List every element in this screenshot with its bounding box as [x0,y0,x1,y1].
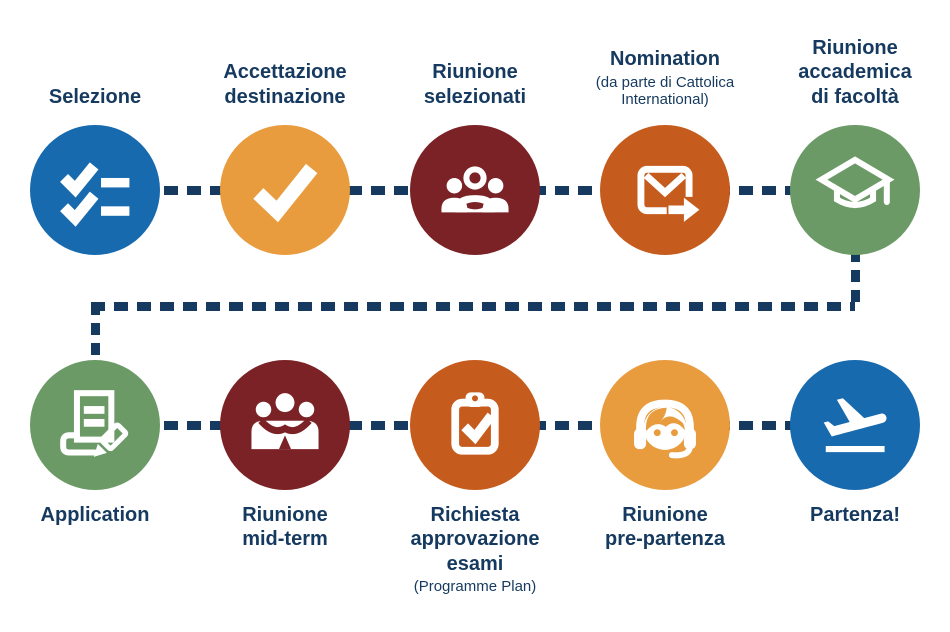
step-title: Richiesta approvazione esami [410,504,540,575]
step-circle-riunione-mid-term [220,360,350,490]
airplane-takeoff-icon [823,398,887,453]
step-circle-riunione-accademica [790,125,920,255]
step-circle-accettazione [220,125,350,255]
step-title: Riunione mid-term [242,504,328,551]
step-title: Partenza! [809,504,901,526]
step-label-selezione: Selezione [0,85,195,109]
step-label-riunione-mid-term: Riunione mid-term [185,503,385,552]
step-title: Application [40,504,150,526]
mail-forward-icon [637,165,707,227]
step-label-riunione-accademica: Riunione accademica di facoltà [755,36,950,109]
step-label-accettazione-destinazione: Accettazione destinazione [185,60,385,109]
step-label-nomination: Nomination (da parte di Cattolica Intern… [565,47,765,109]
step-title: Nomination [610,48,720,71]
people-group-icon [441,166,509,213]
step-subtitle: (da parte di Cattolica International) [595,73,735,109]
step-title: Riunione pre-partenza [604,504,726,551]
checkmark-icon [253,163,318,223]
step-circle-riunione-selezionati [410,125,540,255]
step-label-riunione-pre-partenza: Riunione pre-partenza [565,503,765,552]
step-label-richiesta-approvazione: Richiesta approvazione esami (Programme … [375,503,575,596]
clipboard-check-icon [451,392,499,455]
step-circle-riunione-pre-partenza [600,360,730,490]
step-circle-partenza [790,360,920,490]
step-circle-nomination [600,125,730,255]
step-circle-selezione [30,125,160,255]
graduation-cap-icon [815,156,895,209]
step-title: Accettazione destinazione [223,61,347,108]
headset-agent-icon [634,399,696,459]
step-label-riunione-selezionati: Riunione selezionati [375,60,575,109]
step-circle-application [30,360,160,490]
step-subtitle: (Programme Plan) [413,578,537,596]
step-label-partenza: Partenza! [755,503,950,527]
step-label-application: Application [0,503,195,527]
checklist-icon [60,162,130,227]
handshake-meeting-icon [251,393,319,450]
document-edit-icon [60,390,129,457]
step-circle-richiesta-approvazione [410,360,540,490]
step-title: Riunione selezionati [423,61,527,108]
step-title: Selezione [48,85,142,108]
step-title: Riunione accademica di facoltà [798,36,912,108]
connector-wrap-horizontal [91,302,855,311]
